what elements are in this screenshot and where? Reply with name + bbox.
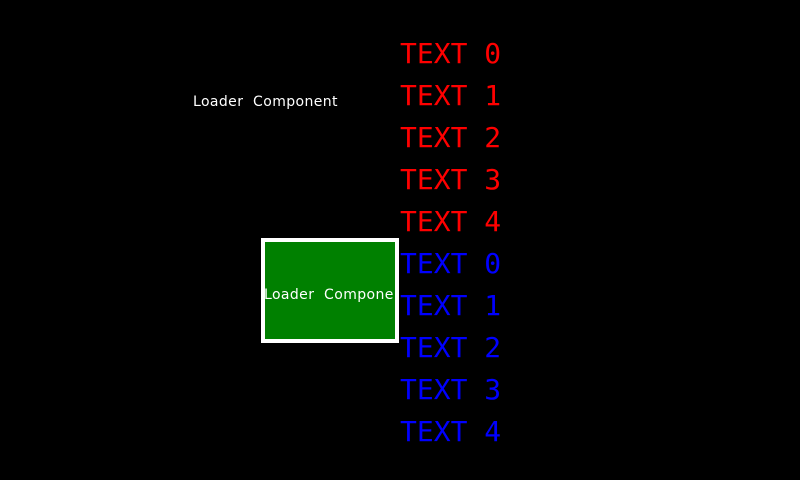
text-row-label: TEXT 2 xyxy=(400,331,502,364)
text-row-label: TEXT 2 xyxy=(400,121,502,154)
text-row-label: TEXT 0 xyxy=(400,247,502,280)
loader-box-label: Loader Component xyxy=(264,287,399,303)
text-row-label: TEXT 0 xyxy=(400,37,502,70)
loader-component-box[interactable]: Loader Component xyxy=(261,238,399,343)
loader-component-label: Loader Component xyxy=(193,94,338,110)
text-row-label: TEXT 1 xyxy=(400,289,502,322)
text-row-label: TEXT 4 xyxy=(400,415,502,448)
text-row-label: TEXT 3 xyxy=(400,163,502,196)
text-row-label: TEXT 3 xyxy=(400,373,502,406)
text-row-label: TEXT 1 xyxy=(400,79,502,112)
text-list: TEXT 0 TEXT 1 TEXT 2 TEXT 3 TEXT 4 TEXT 0 TEXT… xyxy=(400,33,501,453)
text-row-label: TEXT 4 xyxy=(400,205,502,238)
